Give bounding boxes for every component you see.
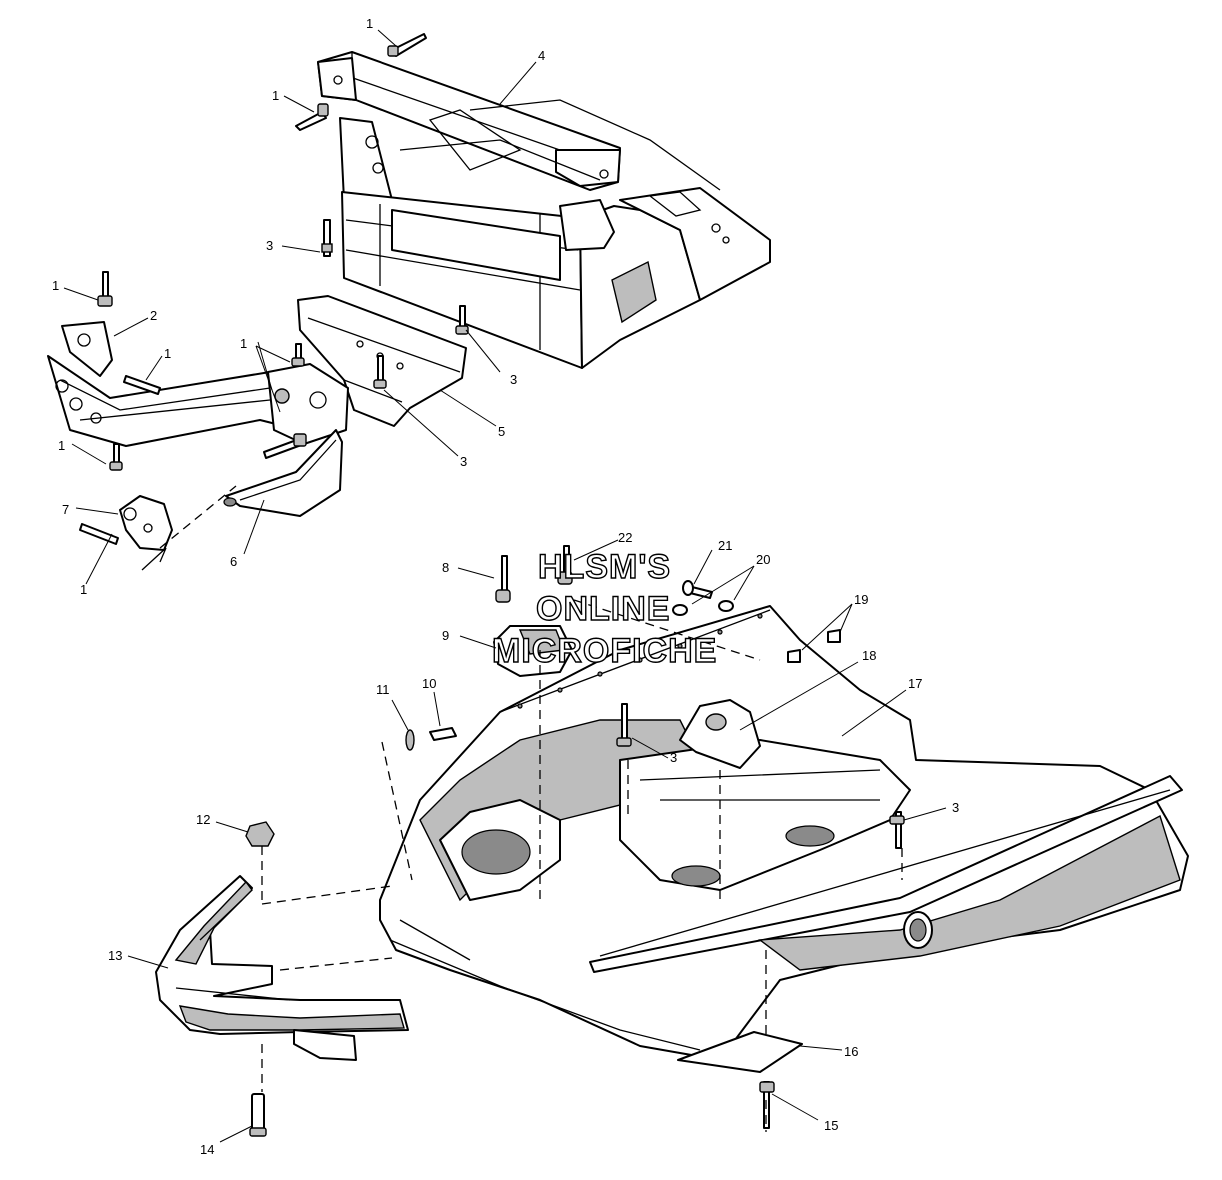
watermark: HLSM'S ONLINE MICROFICHE (491, 547, 717, 670)
callout-3: 3 (952, 800, 959, 815)
belly-pan (379, 605, 1189, 1061)
fasteners-lower (245, 545, 905, 1137)
chassis-frame (317, 51, 771, 369)
belly-pan-mount (679, 699, 761, 769)
callout-18: 18 (862, 648, 876, 663)
callout-15: 15 (824, 1118, 838, 1133)
callout-22: 22 (618, 530, 632, 545)
callout-5: 5 (498, 424, 505, 439)
callout-8: 8 (442, 560, 449, 575)
callout-3: 3 (266, 238, 273, 253)
callout-3: 3 (670, 750, 677, 765)
callout-16: 16 (844, 1044, 858, 1059)
callout-1: 1 (164, 346, 171, 361)
skid-plate (677, 1031, 803, 1073)
callout-6: 6 (230, 554, 237, 569)
mount-bracket (493, 625, 573, 677)
callout-3: 3 (460, 454, 467, 469)
fasteners-top (79, 33, 469, 545)
callout-10: 10 (422, 676, 436, 691)
callout-labels: 1 1 4 3 1 2 1 1 3 5 3 1 7 1 6 22 21 20 8… (52, 16, 959, 1157)
front-arm-bracket (47, 321, 349, 571)
callout-1: 1 (80, 582, 87, 597)
callout-19: 19 (854, 592, 868, 607)
callout-1: 1 (366, 16, 373, 31)
front-bumper (155, 875, 409, 1061)
callout-1: 1 (240, 336, 247, 351)
callout-3: 3 (510, 372, 517, 387)
callout-17: 17 (908, 676, 922, 691)
callout-4: 4 (538, 48, 545, 63)
callout-13: 13 (108, 948, 122, 963)
callout-14: 14 (200, 1142, 214, 1157)
callout-2: 2 (150, 308, 157, 323)
assembly-line-bracket (159, 485, 237, 549)
watermark-line-1: HLSM'S (538, 548, 671, 586)
watermark-line-3: MICROFICHE (492, 632, 717, 670)
callout-21: 21 (718, 538, 732, 553)
watermark-line-2: ONLINE (536, 590, 670, 628)
callout-1: 1 (58, 438, 65, 453)
leader-lines (63, 29, 947, 1143)
callout-12: 12 (196, 812, 210, 827)
assembly-lines (261, 599, 903, 1132)
callout-7: 7 (62, 502, 69, 517)
callout-1: 1 (52, 278, 59, 293)
callout-11: 11 (376, 682, 390, 697)
callout-20: 20 (756, 552, 770, 567)
callout-9: 9 (442, 628, 449, 643)
callout-1: 1 (272, 88, 279, 103)
